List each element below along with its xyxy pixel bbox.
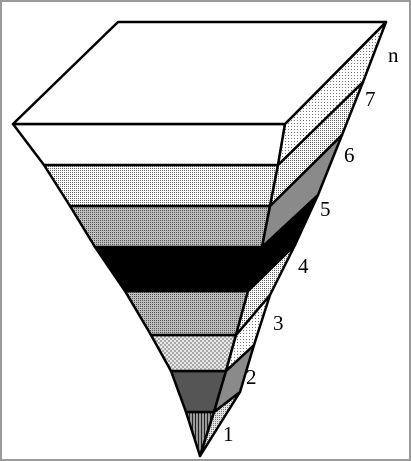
front-layer-7 — [42, 163, 280, 208]
front-layer-6 — [68, 204, 272, 249]
front-layer-4 — [123, 289, 250, 337]
front-layer-5 — [93, 245, 264, 293]
front-faces — [11, 122, 287, 458]
top-face — [11, 20, 388, 126]
label-layer-7: 7 — [365, 87, 376, 111]
layer-labels: 1 2 3 4 5 6 7 n — [223, 43, 399, 446]
side-faces — [198, 20, 388, 458]
label-layer-5: 5 — [320, 197, 331, 221]
label-layer-n: n — [388, 43, 399, 67]
label-layer-4: 4 — [298, 254, 309, 278]
label-layer-2: 2 — [246, 365, 257, 389]
label-layer-6: 6 — [344, 143, 355, 167]
front-layer-3 — [149, 333, 238, 373]
label-layer-3: 3 — [273, 311, 284, 335]
label-layer-1: 1 — [223, 422, 234, 446]
front-layer-n — [11, 122, 287, 167]
